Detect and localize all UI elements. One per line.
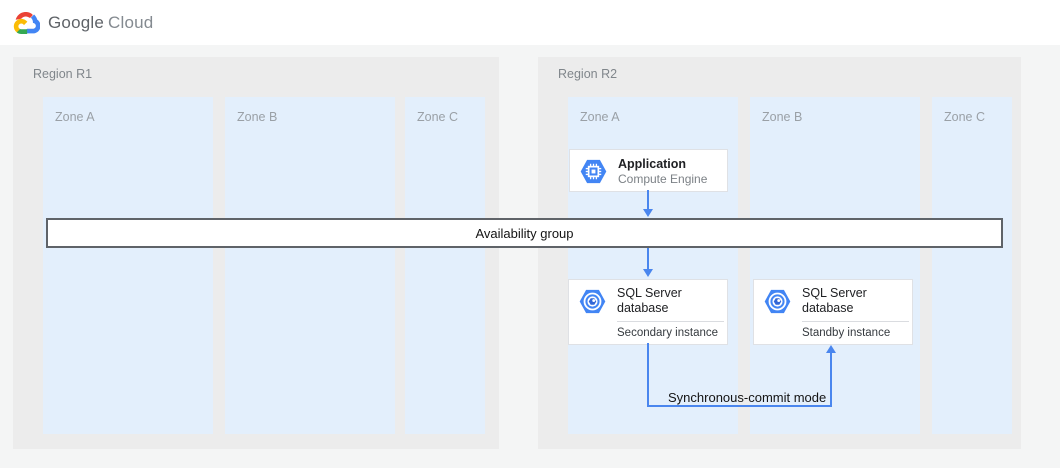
availability-group-bar: Availability group bbox=[46, 218, 1003, 248]
footer-strip bbox=[0, 468, 1060, 475]
sql-title-line1: SQL Server bbox=[617, 286, 682, 300]
application-title: Application bbox=[618, 157, 687, 171]
region-r2-zone-a: Zone A bbox=[568, 97, 738, 434]
sql-title-line2: database bbox=[617, 301, 669, 315]
standby-instance-label: Standby instance bbox=[802, 327, 891, 339]
zone-label: Zone C bbox=[417, 110, 458, 124]
region-r2-label: Region R2 bbox=[558, 67, 618, 81]
region-r1-zone-a: Zone A bbox=[43, 97, 213, 434]
brand-word-cloud: Cloud bbox=[108, 13, 154, 32]
cloud-sql-icon bbox=[764, 289, 791, 314]
region-r1-zone-c: Zone C bbox=[405, 97, 485, 434]
node-divider bbox=[617, 321, 724, 322]
zone-label: Zone A bbox=[580, 110, 620, 124]
region-r2-zone-b: Zone B bbox=[750, 97, 920, 434]
availability-group-label: Availability group bbox=[475, 225, 574, 241]
zone-label: Zone A bbox=[55, 110, 95, 124]
brand-word-google: Google bbox=[48, 13, 105, 32]
cloud-sql-icon bbox=[579, 289, 606, 314]
sql-title-line1: SQL Server bbox=[802, 286, 867, 300]
sync-commit-mode-label: Synchronous-commit mode bbox=[668, 390, 827, 405]
google-cloud-logo-icon bbox=[13, 12, 40, 34]
compute-engine-icon bbox=[580, 159, 607, 184]
application-subtitle: Compute Engine bbox=[618, 172, 708, 186]
region-r2-zone-c: Zone C bbox=[932, 97, 1012, 434]
region-r1-zone-b: Zone B bbox=[225, 97, 395, 434]
application-node: Application Compute Engine bbox=[569, 149, 728, 192]
sql-server-secondary-node: SQL Server database Secondary instance bbox=[568, 279, 728, 345]
region-r1-label: Region R1 bbox=[33, 67, 93, 81]
sql-title-line2: database bbox=[802, 301, 854, 315]
sql-server-standby-node: SQL Server database Standby instance bbox=[753, 279, 913, 345]
zone-label: Zone B bbox=[237, 110, 278, 124]
secondary-instance-label: Secondary instance bbox=[617, 327, 719, 339]
zone-label: Zone C bbox=[944, 110, 985, 124]
zone-label: Zone B bbox=[762, 110, 803, 124]
node-divider bbox=[802, 321, 909, 322]
